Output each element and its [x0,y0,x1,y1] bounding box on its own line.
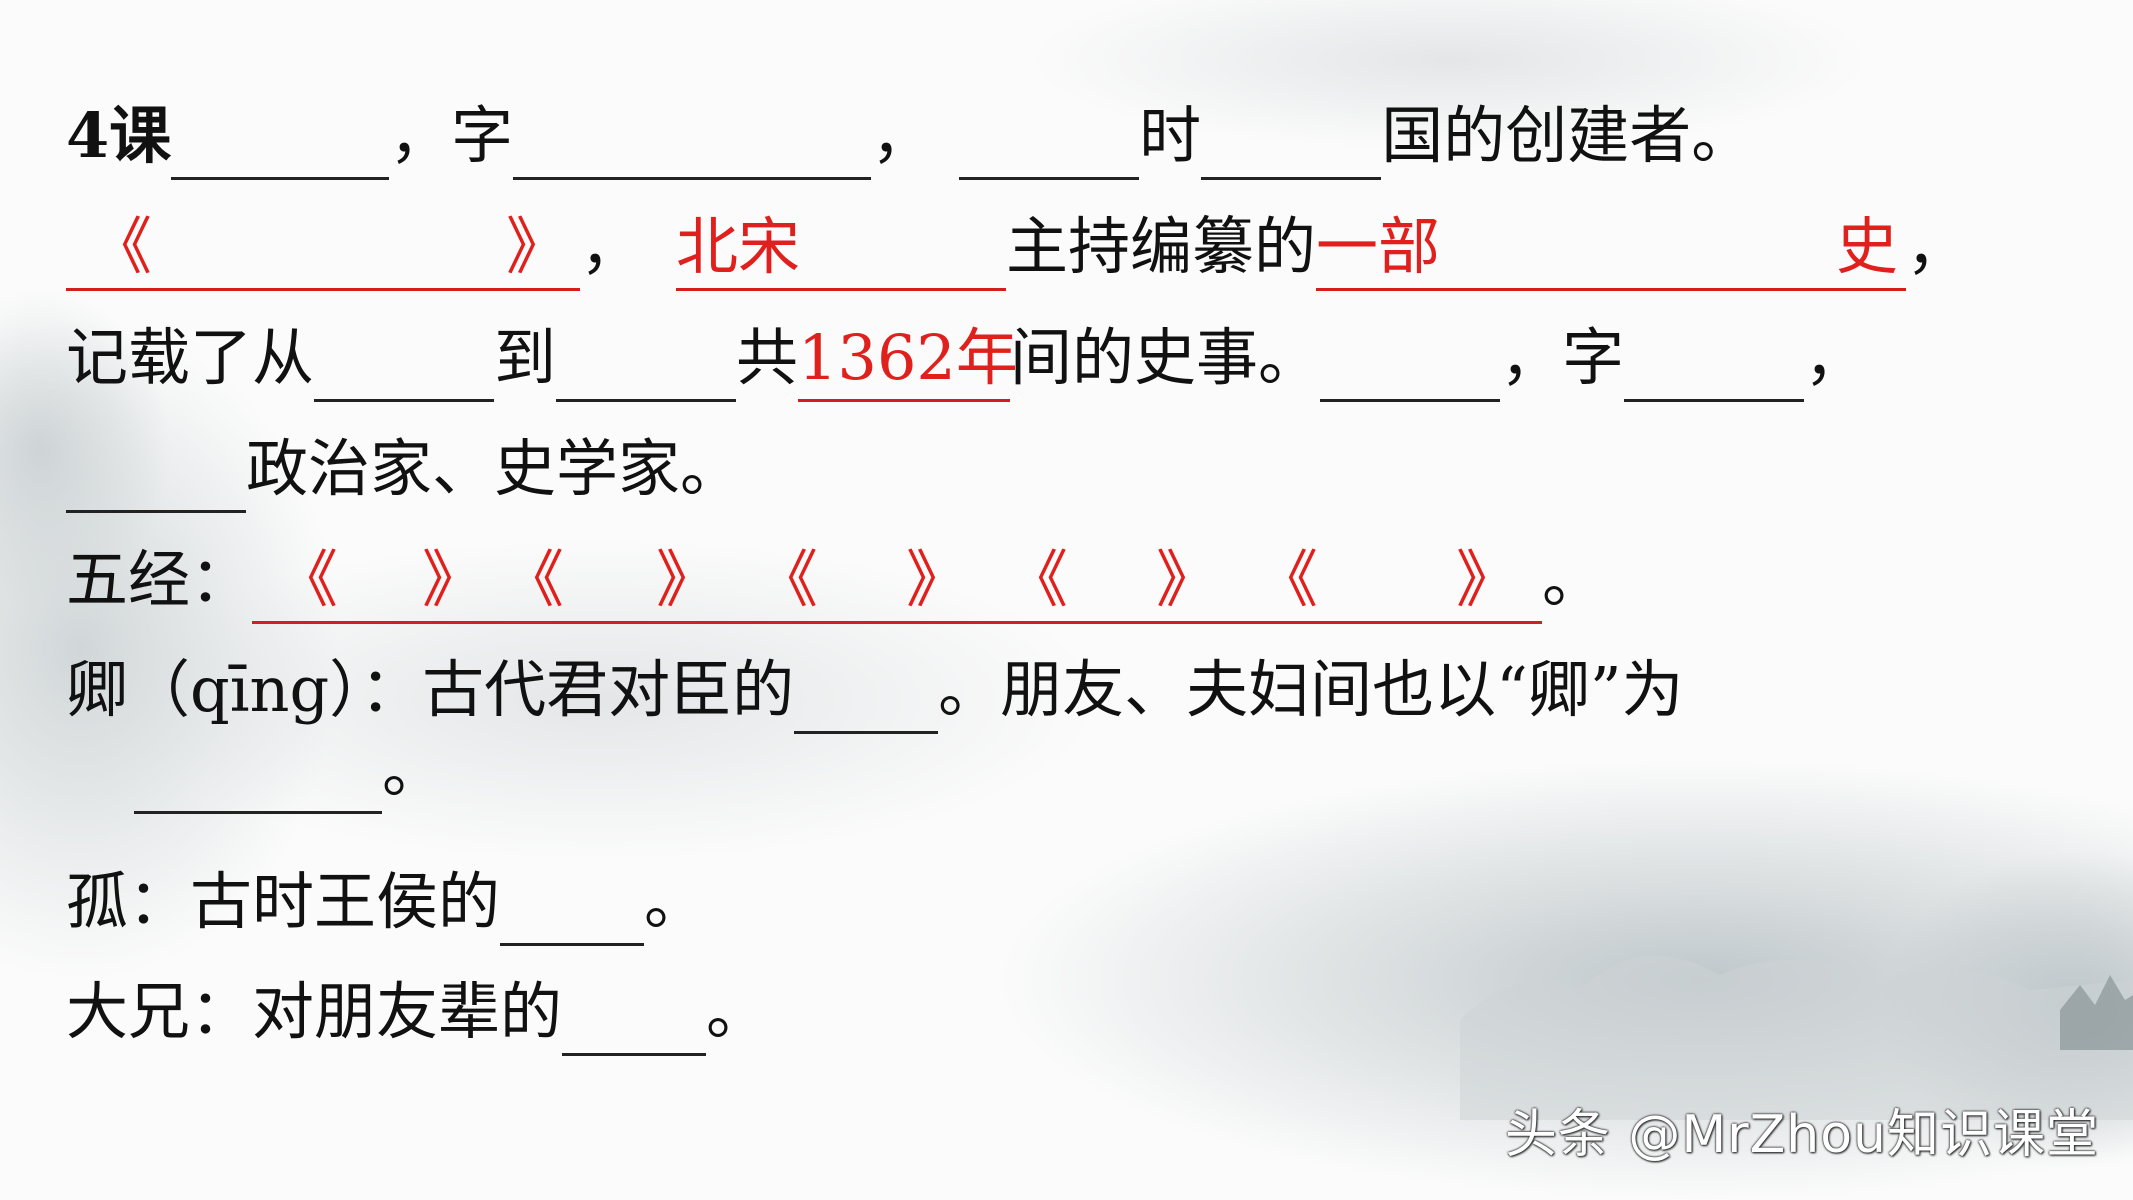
blank-1-dynasty[interactable] [959,92,1140,180]
line-2: 《 》 ， 北宋 主持编纂的 一部 史 ， [66,203,1968,291]
text-shi: 时 [1139,99,1202,172]
line-8: 孤：古时王侯的 。 [66,858,706,946]
text-comma-zi: ，字 [389,99,514,172]
text-daxiong-definition: 大兄：对朋友辈的 [66,975,563,1048]
text-founder: 国的创建者。 [1381,99,1754,172]
classic-1-close: 》 [422,543,485,616]
text-period: 。 [706,975,769,1048]
answer-years: 1362年 [798,321,1018,394]
book-close-mark: 》 [506,210,569,283]
classic-3-open: 《 [756,543,819,616]
text-comma: ， [1906,210,1969,283]
blank-1-author[interactable] [171,92,390,180]
blank-3-start-period[interactable] [314,314,495,402]
text-comma: ， [1804,321,1867,394]
blank-4-dynasty[interactable] [66,425,246,513]
line-5: 五经： 《 》 《 》 《 》 《 》 《 》 。 [66,536,1604,624]
blank-2-history-type[interactable]: 一部 史 [1316,203,1907,291]
lesson-number: 4课 [66,99,172,172]
blank-3-years[interactable]: 1362年 [798,314,1018,402]
classic-4-close: 》 [1156,543,1219,616]
text-comma: ， [580,210,643,283]
text-qing-definition: 卿（qīng）：古代君对臣的 [66,653,795,726]
classic-5-close: 》 [1456,543,1519,616]
answer-shi: 史 [1836,210,1899,283]
text-comma: ， [871,99,934,172]
book-open-mark: 《 [90,210,153,283]
text-compiled: 主持编纂的 [1006,210,1317,283]
text-total: 共 [736,321,799,394]
blank-1-courtesy-name[interactable] [513,92,872,180]
blank-2-dynasty[interactable]: 北宋 [676,203,1007,291]
source-watermark: 头条 @MrZhou知识课堂 [1504,1105,2099,1165]
blank-6-address-form[interactable] [794,646,939,734]
blank-3-compiler[interactable] [1320,314,1501,402]
classic-4-open: 《 [1006,543,1069,616]
line-7: 。 [134,726,444,814]
line-6: 卿（qīng）：古代君对臣的 。朋友、夫妇间也以“卿”为 [66,646,1684,734]
text-gu-definition: 孤：古时王侯的 [66,865,501,938]
blank-8-self-address[interactable] [500,858,645,946]
blank-3-courtesy-name[interactable] [1624,314,1805,402]
text-comma-zi: ，字 [1500,321,1625,394]
line-9: 大兄：对朋友辈的 。 [66,968,768,1056]
classic-2-close: 》 [656,543,719,616]
classic-5-open: 《 [1256,543,1319,616]
blank-3-end-period[interactable] [556,314,737,402]
classic-2-open: 《 [502,543,565,616]
answer-dynasty: 北宋 [676,210,801,283]
classic-1-open: 《 [276,543,339,616]
text-to: 到 [494,321,557,394]
blank-7-address-form[interactable] [134,726,382,814]
text-qing-usage: 。朋友、夫妇间也以“卿”为 [938,653,1684,726]
blank-2-book-title[interactable]: 《 》 [66,203,580,291]
text-statesman-historian: 政治家、史学家。 [246,432,743,505]
blank-5-five-classics[interactable]: 《 》 《 》 《 》 《 》 《 》 [252,536,1543,624]
blank-9-address-form[interactable] [562,968,707,1056]
text-period: 。 [644,865,707,938]
line-1: 4课 ，字 ， 时 国的创建者。 [66,92,1753,180]
five-classics-label: 五经： [66,543,253,616]
text-history-events: 间的史事。 [1010,321,1321,394]
classic-3-close: 》 [906,543,969,616]
line-3: 记载了从 到 共 1362年 间的史事。 ，字 ， [66,314,1866,402]
answer-yibu: 一部 [1316,210,1441,283]
line-4: 政治家、史学家。 [66,425,742,513]
blank-1-state[interactable] [1201,92,1382,180]
text-recorded-from: 记载了从 [66,321,315,394]
text-period: 。 [1542,543,1605,616]
text-period: 。 [382,733,445,806]
